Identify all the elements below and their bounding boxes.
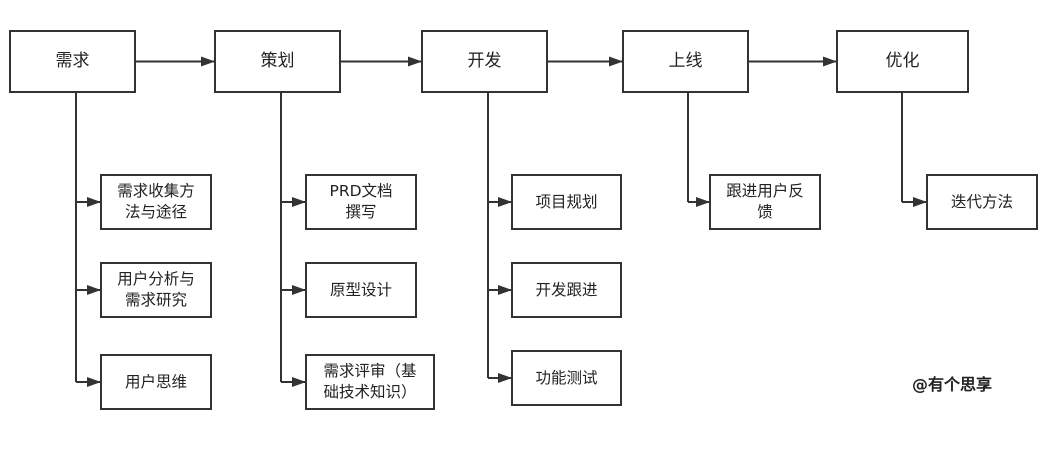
stage-box-requirements: 需求 — [9, 30, 136, 93]
substep-box: 需求收集方 法与途径 — [100, 174, 212, 230]
substep-label: 用户思维 — [124, 372, 187, 391]
stage-label: 策划 — [260, 51, 295, 72]
substep-label: PRD文档 撰写 — [329, 182, 393, 221]
stage-box-optimization: 优化 — [836, 30, 969, 93]
substep-box: 用户分析与 需求研究 — [100, 262, 212, 318]
substep-label: 项目规划 — [535, 192, 598, 211]
substep-box: 需求评审（基 础技术知识） — [305, 354, 435, 410]
substep-label: 迭代方法 — [950, 192, 1013, 211]
stage-label: 优化 — [885, 51, 920, 72]
substep-box: PRD文档 撰写 — [305, 174, 417, 230]
substep-label: 功能测试 — [535, 368, 598, 387]
substep-box: 开发跟进 — [511, 262, 622, 318]
substep-label: 跟进用户反 馈 — [726, 182, 804, 221]
substep-box: 原型设计 — [305, 262, 417, 318]
watermark-text: @有个思享 — [912, 375, 993, 394]
substep-box: 项目规划 — [511, 174, 622, 230]
stage-label: 开发 — [467, 51, 502, 72]
substep-label: 需求收集方 法与途径 — [117, 182, 195, 221]
substep-box: 迭代方法 — [926, 174, 1038, 230]
stage-box-launch: 上线 — [622, 30, 749, 93]
stage-label: 需求 — [55, 51, 90, 72]
stage-box-planning: 策划 — [214, 30, 341, 93]
substep-box: 用户思维 — [100, 354, 212, 410]
substep-label: 需求评审（基 础技术知识） — [323, 362, 417, 401]
stage-label: 上线 — [668, 51, 703, 72]
substep-label: 原型设计 — [329, 280, 392, 299]
substep-box: 跟进用户反 馈 — [709, 174, 821, 230]
substep-label: 用户分析与 需求研究 — [117, 270, 195, 309]
substep-label: 开发跟进 — [535, 280, 598, 299]
stage-box-development: 开发 — [421, 30, 548, 93]
substep-box: 功能测试 — [511, 350, 622, 406]
